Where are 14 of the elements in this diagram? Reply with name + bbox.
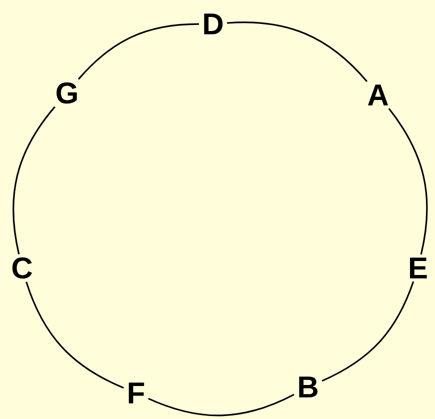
letter-label: C	[12, 257, 32, 279]
circle-arc	[12, 106, 56, 254]
letter-label: B	[299, 376, 318, 398]
letter-label: G	[56, 82, 77, 104]
letter-label: E	[410, 258, 427, 278]
circle-arc	[148, 394, 294, 416]
letter-label: D	[204, 14, 223, 34]
circle-arc	[78, 23, 199, 80]
circle-arc	[227, 22, 368, 82]
circle-arc	[388, 108, 428, 255]
circle-arc	[26, 282, 124, 389]
circle-arc	[322, 281, 414, 382]
letter-label: F	[128, 382, 144, 404]
letter-label: A	[368, 84, 388, 106]
